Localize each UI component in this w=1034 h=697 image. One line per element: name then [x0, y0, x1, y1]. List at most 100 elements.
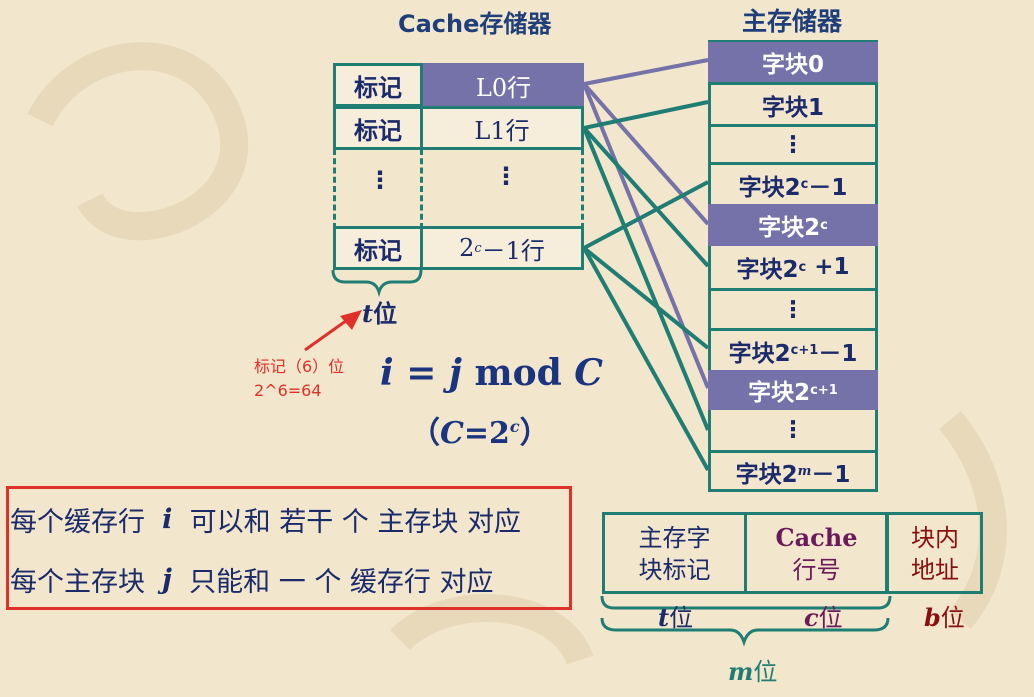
rule-1-e: 主存块	[377, 507, 459, 538]
address-divider-1	[744, 512, 747, 594]
mb-2mm1-prefix: 字块2	[735, 461, 798, 488]
memory-block-0: 字块0	[708, 42, 878, 82]
mapping-formula: i = j mod C	[380, 352, 603, 394]
address-t-bits: t位	[658, 598, 693, 633]
rule-1-var: i	[162, 504, 173, 535]
address-brace-fields	[600, 595, 892, 610]
address-c-var: c	[804, 603, 819, 632]
tag-bits-var: t	[362, 299, 374, 328]
cache-line-0-label: L0行	[475, 73, 532, 102]
mb-2cp1-exp: c	[798, 259, 807, 275]
cache-line-last-suffix: －1行	[481, 236, 545, 265]
formula-C: C	[574, 352, 603, 394]
rule-1: 每个缓存行 i 可以和 若干 个 主存块 对应	[10, 500, 521, 539]
address-m-bits: m位	[728, 652, 777, 687]
cache-tag-0: 标记	[333, 63, 423, 107]
address-t-unit: 位	[669, 604, 694, 632]
formula-sub-exp: c	[509, 417, 520, 436]
link-l0-b2c	[582, 82, 710, 226]
mb-2mm1-suffix: －1	[811, 461, 851, 488]
annotation-arrow-shaft	[304, 316, 351, 352]
mb-2mm1-exp: m	[797, 464, 812, 479]
formula-j: j	[448, 352, 462, 394]
address-field-tag-l1: 主存字	[638, 524, 711, 552]
mb-2c1m1-exp: c+1	[790, 343, 819, 358]
tag-bits-unit: 位	[373, 300, 398, 328]
cache-line-1: L1行	[420, 106, 584, 150]
rule-2-b: 只能和	[189, 567, 271, 598]
tag-bits-label: t位	[362, 294, 397, 329]
link-l0-b2c1	[582, 83, 710, 389]
cache-line-last-base: 2	[459, 234, 475, 262]
formula-definition: （C=2c）	[410, 408, 550, 452]
rule-2-f: 对应	[439, 567, 494, 598]
rule-2-d: 个	[314, 567, 342, 598]
address-field-offset-l2: 地址	[911, 556, 959, 584]
cache-tag-vdots: ⋮	[368, 166, 392, 194]
rule-2-e: 缓存行	[349, 567, 431, 598]
rule-2: 每个主存块 j 只能和 一 个 缓存行 对应	[10, 560, 494, 599]
formula-eq: =	[393, 352, 449, 394]
rule-2-c: 一	[278, 567, 306, 598]
address-b-var: b	[924, 603, 941, 632]
link-l1-b1	[583, 100, 709, 130]
rule-1-c: 若干	[279, 507, 334, 538]
address-field-line: Cache 行号	[747, 522, 886, 586]
mb-2c-exp: c	[820, 217, 828, 233]
annotation-arrow-head	[340, 310, 362, 330]
formula-sub-C: C	[440, 416, 464, 451]
link-l1-b2c1x	[582, 127, 710, 431]
formula-close: ）	[519, 416, 550, 451]
address-divider-2	[886, 512, 889, 594]
address-field-line-l2: 行号	[792, 556, 841, 584]
mb-2c1-exp: c+1	[810, 382, 838, 398]
address-field-3-frame	[887, 512, 983, 594]
annotation-tag-bits: 标记（6）位	[254, 357, 345, 376]
mb-2cm1-suffix: －1	[808, 174, 848, 201]
address-brace-total	[600, 617, 890, 647]
mb-2cm1-prefix: 字块2	[738, 174, 801, 201]
memory-frame	[708, 40, 878, 492]
mb-2c1m1-prefix: 字块2	[728, 340, 791, 367]
cache-tag-last: 标记	[333, 226, 423, 270]
address-c-bits: c位	[804, 598, 843, 633]
cache-line-vdots: ⋮	[494, 162, 518, 190]
memory-block-1: 字块1	[708, 82, 878, 124]
cache-line-0: L0行	[423, 63, 584, 107]
tag-brace	[331, 269, 423, 298]
cache-line-last-exp: c	[474, 240, 482, 256]
memory-vdots-1: ⋮	[708, 124, 878, 162]
mapping-lines	[582, 58, 710, 471]
rule-2-a: 每个主存块	[10, 567, 145, 598]
mb-2c-prefix: 字块2	[758, 215, 821, 241]
link-llast-b2c1m1	[582, 246, 710, 350]
link-llast-b2mm1	[582, 247, 710, 471]
rule-2-var: j	[162, 564, 172, 595]
formula-i: i	[380, 352, 394, 394]
address-field-tag: 主存字 块标记	[605, 522, 744, 586]
mb-2cp1-prefix: 字块2	[736, 257, 799, 283]
rule-1-b: 可以和	[189, 507, 271, 538]
mb-2cp1-suffix: +1	[806, 254, 850, 280]
rule-1-d: 个	[341, 507, 369, 538]
mb-2c1-prefix: 字块2	[748, 380, 811, 406]
cache-title: Cache存储器	[398, 10, 552, 38]
rule-1-a: 每个缓存行	[10, 507, 145, 538]
mb-2c1m1-suffix: －1	[818, 340, 858, 367]
address-field-offset-l1: 块内	[911, 524, 959, 552]
memory-vdots-3: ⋮	[781, 417, 805, 443]
cache-ellipsis-divider	[420, 149, 426, 229]
address-b-unit: 位	[940, 604, 965, 632]
memory-vdots-2: ⋮	[708, 288, 878, 328]
mb-2cm1-exp: c	[800, 177, 809, 192]
address-t-var: t	[658, 603, 670, 632]
address-m-var: m	[728, 657, 754, 686]
link-l1-b2c1	[582, 126, 710, 268]
formula-mod: mod	[461, 352, 575, 394]
